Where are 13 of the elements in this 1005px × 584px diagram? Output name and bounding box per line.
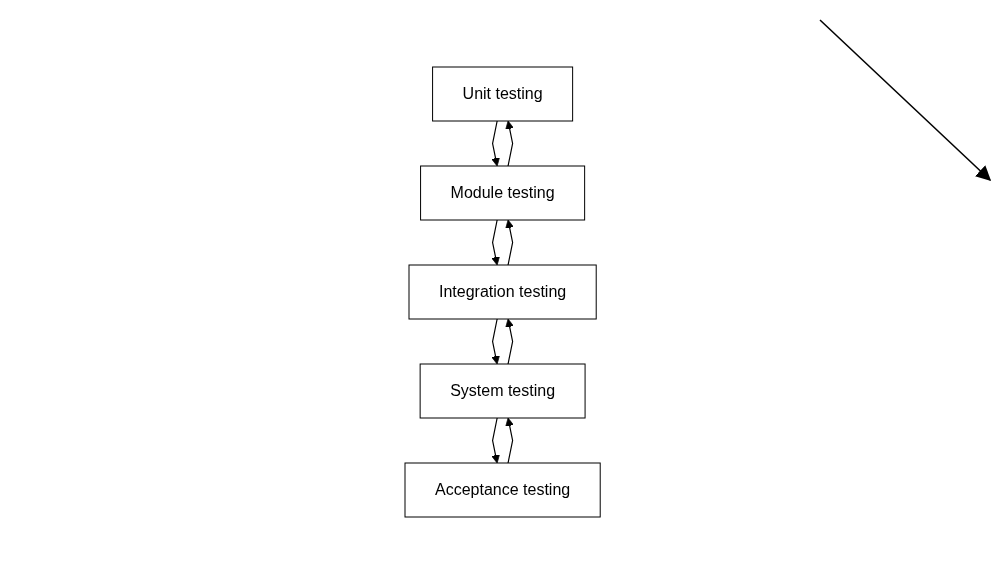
arrow	[505, 318, 514, 365]
node-box: Module testing	[419, 165, 585, 221]
arrow	[505, 219, 514, 266]
node-box: Integration testing	[408, 264, 597, 320]
arrow	[491, 318, 500, 365]
arrow	[491, 417, 500, 464]
node-box: Acceptance testing	[404, 462, 601, 518]
arrow	[491, 219, 500, 266]
node-box: Unit testing	[431, 66, 573, 122]
arrow	[491, 120, 500, 167]
arrow	[505, 417, 514, 464]
node-box: System testing	[419, 363, 586, 419]
arrow	[505, 120, 514, 167]
